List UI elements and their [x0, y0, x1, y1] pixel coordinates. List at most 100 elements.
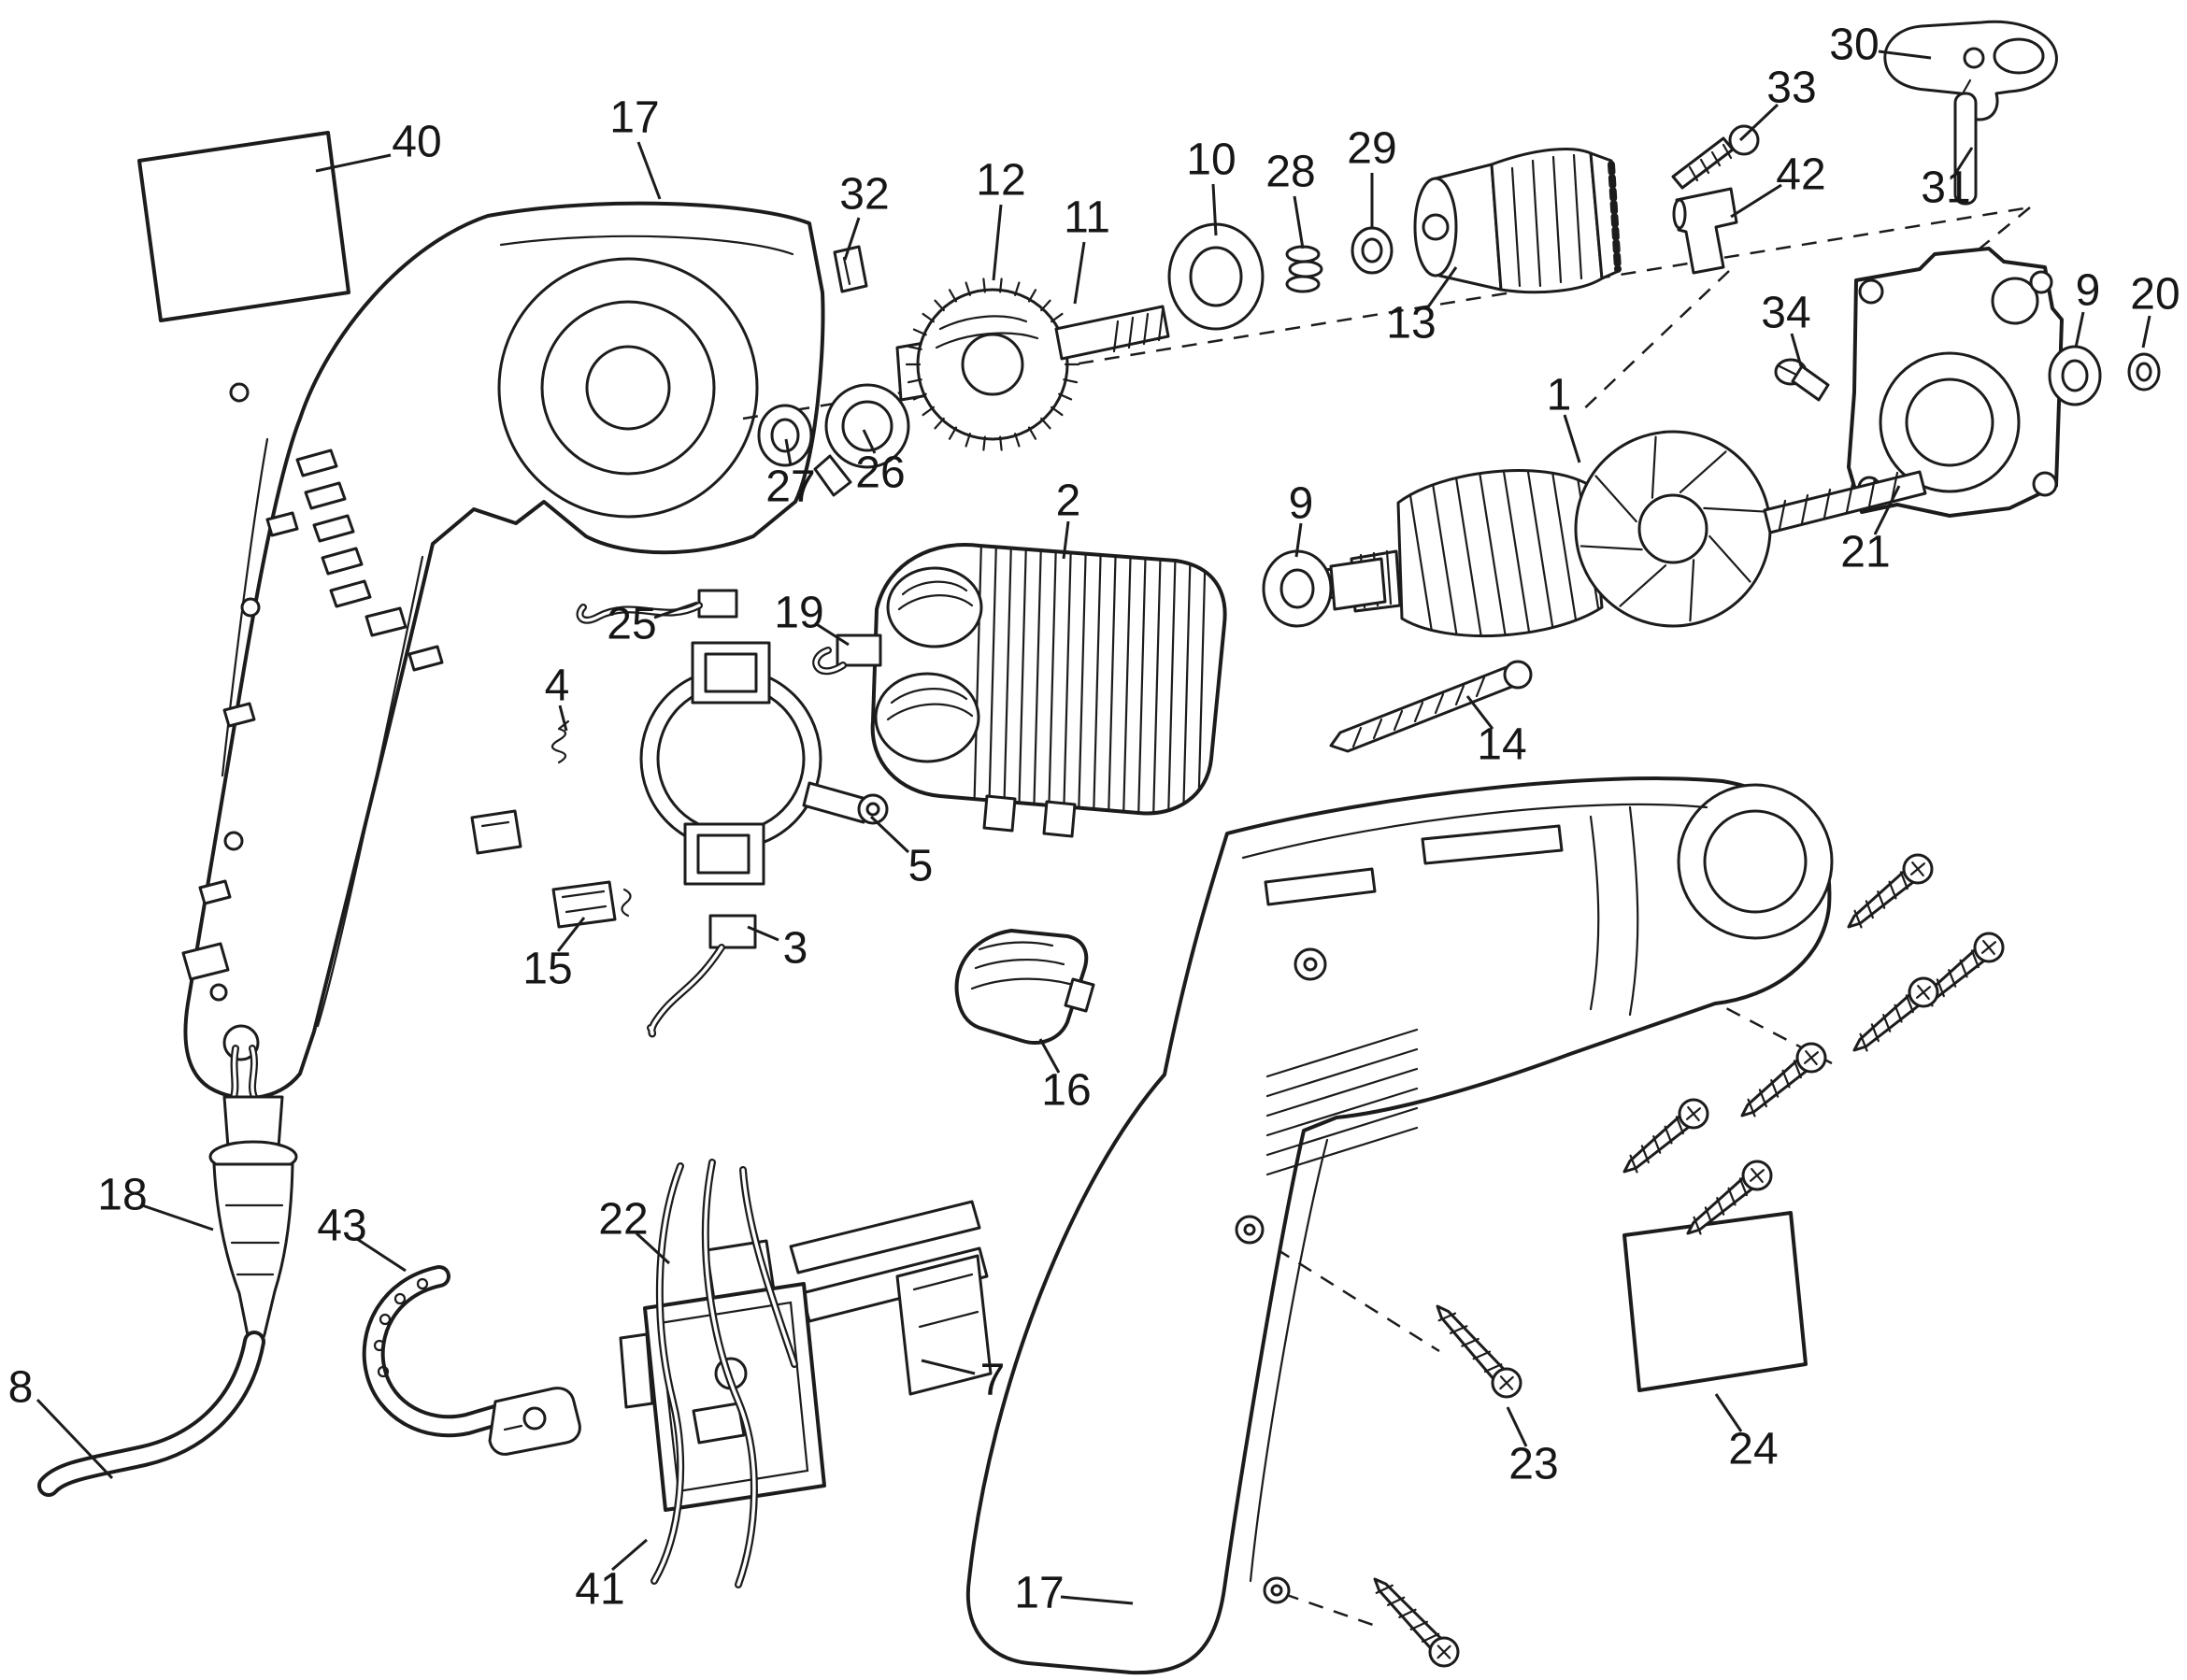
screw-icon-3: [1740, 1042, 1827, 1118]
part-label-22-32: 22: [598, 1194, 648, 1244]
part-label-19-22: 19: [774, 588, 823, 637]
switch-lead-wires: [650, 1159, 798, 1588]
part-label-23-36: 23: [1508, 1439, 1558, 1488]
right-housing-half: [965, 776, 1834, 1675]
field-stator: [870, 543, 1227, 838]
screw-icon-6: [1436, 1304, 1522, 1399]
gear-case: [1847, 247, 2064, 518]
part-label-25-21: 25: [607, 599, 656, 648]
left-housing-interior-details: [181, 235, 794, 1101]
part-label-17-38: 17: [1014, 1568, 1064, 1617]
chuck-screw: [1671, 124, 1760, 190]
leader-line-1-17: [1563, 414, 1581, 463]
leader-line-4-25: [558, 705, 568, 732]
leader-line-17-38: [1060, 1595, 1134, 1605]
leader-line-2-18: [1062, 520, 1070, 560]
depth-rod: [1953, 78, 1978, 206]
compression-spring: [1285, 245, 1323, 293]
part-label-28-6: 28: [1265, 147, 1315, 196]
leader-line-25-21: [653, 601, 698, 619]
part-label-20-15: 20: [2130, 269, 2180, 319]
leader-line-41-35: [611, 1538, 648, 1572]
spacer-ring: [1167, 222, 1265, 331]
lead-wire-connector: [576, 589, 738, 624]
front-washer: [2127, 352, 2161, 392]
handle-label: [1622, 1211, 1808, 1392]
nameplate-label: [137, 131, 350, 322]
leader-line-22-32: [635, 1232, 671, 1265]
spindle-shaft: [1054, 305, 1170, 361]
part-label-7-34: 7: [980, 1355, 1006, 1404]
leader-line-19-22: [814, 621, 850, 647]
spindle-bearing: [757, 404, 813, 467]
switch-button-cover: [954, 929, 1095, 1045]
leader-line-32-2: [843, 217, 861, 261]
part-label-34-13: 34: [1761, 288, 1810, 337]
part-label-26-20: 26: [855, 448, 905, 497]
part-label-29-7: 29: [1347, 123, 1396, 173]
leader-line-16-29: [1038, 1038, 1061, 1074]
motor-through-screw: [1329, 660, 1533, 753]
screw-icon-7: [1373, 1577, 1460, 1668]
leader-line-27-19: [784, 438, 793, 466]
handle-vent-slats: [1265, 1028, 1419, 1176]
leader-line-3-28: [747, 925, 779, 942]
part-label-3-28: 3: [783, 923, 808, 973]
part-label-43-31: 43: [317, 1201, 366, 1250]
part-label-5-26: 5: [908, 841, 934, 890]
leader-line-23-36: [1506, 1406, 1528, 1447]
carbon-brush-lower: [647, 914, 757, 1038]
part-label-41-35: 41: [575, 1564, 624, 1614]
part-label-12-3: 12: [976, 155, 1025, 205]
screw-icon-2: [1852, 976, 1939, 1052]
cord-protector-boot: [208, 1095, 298, 1345]
part-label-24-37: 24: [1728, 1424, 1778, 1474]
leader-line-10-5: [1211, 183, 1218, 236]
part-label-15-27: 15: [522, 944, 572, 993]
leader-line-14-24: [1465, 695, 1494, 730]
rear-bearing: [1262, 549, 1387, 628]
fan-blades: [1580, 435, 1766, 622]
part-label-10-5: 10: [1186, 135, 1236, 184]
elbow-fitting: [1672, 187, 1738, 275]
brush-clip: [551, 880, 632, 929]
carbon-brush-upper: [812, 634, 882, 676]
part-label-42-10: 42: [1776, 149, 1825, 199]
leader-line-7-34: [921, 1359, 976, 1375]
leader-line-42-10: [1730, 183, 1782, 219]
armature-assembly: [1310, 430, 1927, 638]
leader-line-40-0: [315, 153, 392, 173]
power-cord: [37, 1331, 265, 1497]
part-label-4-25: 4: [545, 661, 570, 710]
washer: [1351, 226, 1394, 275]
retaining-clip: [833, 245, 868, 293]
part-label-14-24: 14: [1477, 719, 1526, 769]
part-label-13-8: 13: [1386, 298, 1436, 348]
leader-line-30-11: [1878, 50, 1932, 60]
leader-line-18-30: [141, 1203, 214, 1232]
part-label-17-1: 17: [609, 93, 659, 142]
small-terminal-clip: [470, 809, 522, 855]
leader-line-33-9: [1738, 103, 1780, 142]
housing-screw-short: [1774, 358, 1830, 402]
leader-line-15-27: [556, 917, 586, 952]
part-label-8-33: 8: [8, 1362, 34, 1412]
part-label-1-17: 1: [1547, 370, 1572, 420]
leader-line-43-31: [356, 1237, 407, 1273]
part-label-18-30: 18: [97, 1170, 147, 1219]
front-bearing: [2048, 345, 2102, 406]
leader-line-11-4: [1073, 241, 1086, 305]
part-label-40-0: 40: [392, 117, 441, 166]
housing-screws: [1373, 853, 2005, 1668]
part-label-32-2: 32: [839, 169, 889, 219]
part-label-27-19: 27: [765, 462, 815, 511]
leader-line-20-15: [2141, 315, 2151, 349]
leader-line-5-26: [869, 815, 910, 854]
screw-icon-4: [1622, 1098, 1709, 1174]
side-handle-clamp: [1883, 20, 2058, 121]
part-label-21-16: 21: [1840, 527, 1890, 577]
switch-bracket: [789, 1200, 993, 1396]
part-label-30-11: 30: [1829, 20, 1879, 69]
